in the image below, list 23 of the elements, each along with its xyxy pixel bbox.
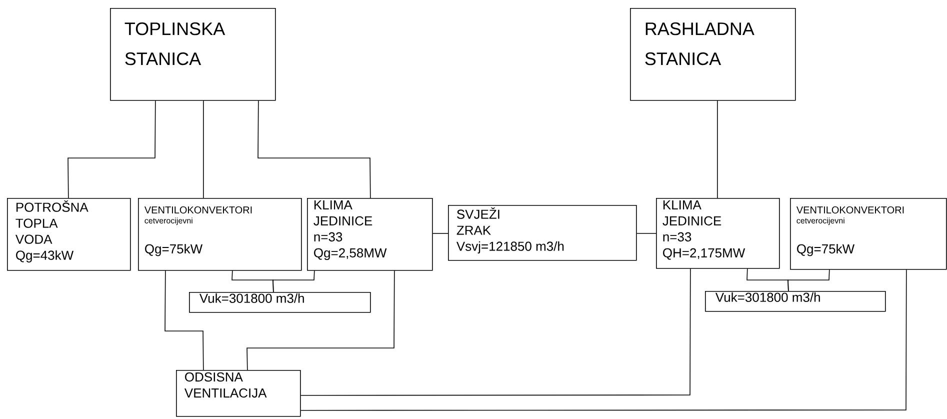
connector-line <box>203 100 204 198</box>
connector-line <box>68 100 156 198</box>
connector-line <box>717 100 718 198</box>
connector-line <box>636 233 656 234</box>
connector-line <box>300 268 691 396</box>
process-box: VENTILOKONVEKTORI cetverocijevni Qg=75kW <box>790 198 947 270</box>
connector-line <box>788 269 830 292</box>
value-box: Vuk=301800 m3/h <box>705 291 886 312</box>
station-box: RASHLADNA STANICA <box>630 8 796 101</box>
process-box: ODSISNA VENTILACIJA <box>176 370 301 417</box>
process-box: VENTILOKONVEKTORI cetverocijevni Qg=75kW <box>138 198 302 271</box>
process-box: POTROŠNA TOPLA VODA Qg=43kW <box>7 198 131 271</box>
process-box: KLIMA JEDINICE n=33 Qg=2,58MW <box>307 198 433 271</box>
value-box: Vuk=301800 m3/h <box>189 292 371 313</box>
process-box: KLIMA JEDINICE n=33 QH=2,175MW <box>656 198 780 269</box>
connector-line <box>300 269 907 411</box>
connector-line <box>432 233 448 234</box>
connector-line <box>164 270 204 370</box>
process-box: SVJEŽI ZRAK Vsvj=121850 m3/h <box>448 204 637 261</box>
connector-line <box>246 270 395 370</box>
station-box: TOPLINSKA STANICA <box>110 8 276 101</box>
connector-line <box>272 270 315 292</box>
connector-line <box>258 100 371 198</box>
